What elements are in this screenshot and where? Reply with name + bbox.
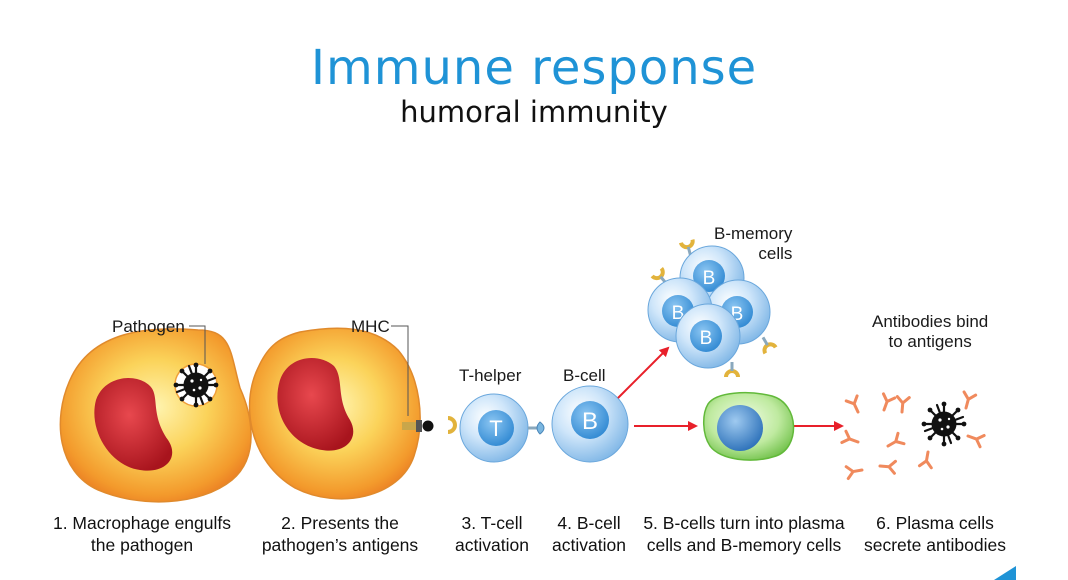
- b-memory-label: B-memory cells: [714, 224, 793, 263]
- step-2-caption: 2. Presents the pathogen’s antigens: [261, 513, 419, 555]
- b-cell: B: [551, 385, 629, 463]
- step-3-caption: 3. T-cell activation: [455, 513, 529, 555]
- t-helper-cell: T: [447, 393, 529, 463]
- macrophage-1: [59, 328, 252, 503]
- b-cell-letter: B: [582, 408, 598, 435]
- t-b-receptor: [528, 421, 545, 435]
- pathogen-1: [172, 361, 220, 409]
- t-cell-letter: T: [489, 416, 502, 441]
- step-1-caption: 1. Macrophage engulfs the pathogen: [52, 513, 232, 555]
- step-6-caption: 6. Plasma cells secrete antibodies: [863, 513, 1007, 555]
- macrophage-2: [248, 327, 421, 500]
- memory-cell-letter: B: [700, 328, 713, 349]
- step-4-caption: 4. B-cell activation: [552, 513, 626, 555]
- mhc-leader-line: [391, 325, 409, 416]
- pathogen-label: Pathogen: [112, 317, 185, 336]
- pathogen-6: [920, 400, 968, 448]
- t-helper-label: T-helper: [459, 366, 522, 385]
- b-cell-label: B-cell: [563, 366, 606, 385]
- mhc-antigen-complex: [402, 420, 434, 432]
- diagram-subtitle: humoral immunity: [400, 95, 668, 129]
- b-memory-cells: B B B B: [647, 237, 778, 379]
- pathogen-leader-line: [189, 325, 206, 364]
- step-5-caption: 5. B-cells turn into plasma cells and B-…: [643, 513, 845, 555]
- memory-cell-letter: B: [703, 268, 716, 289]
- plasma-cell: [703, 391, 795, 461]
- antibodies: [840, 390, 986, 481]
- diagram-title: Immune response: [310, 40, 758, 96]
- mhc-label: MHC: [351, 317, 390, 336]
- antibodies-label: Antibodies bind to antigens: [872, 312, 989, 351]
- arrow-to-memory-cells: [617, 346, 670, 399]
- corner-triangle-decoration: [994, 566, 1016, 580]
